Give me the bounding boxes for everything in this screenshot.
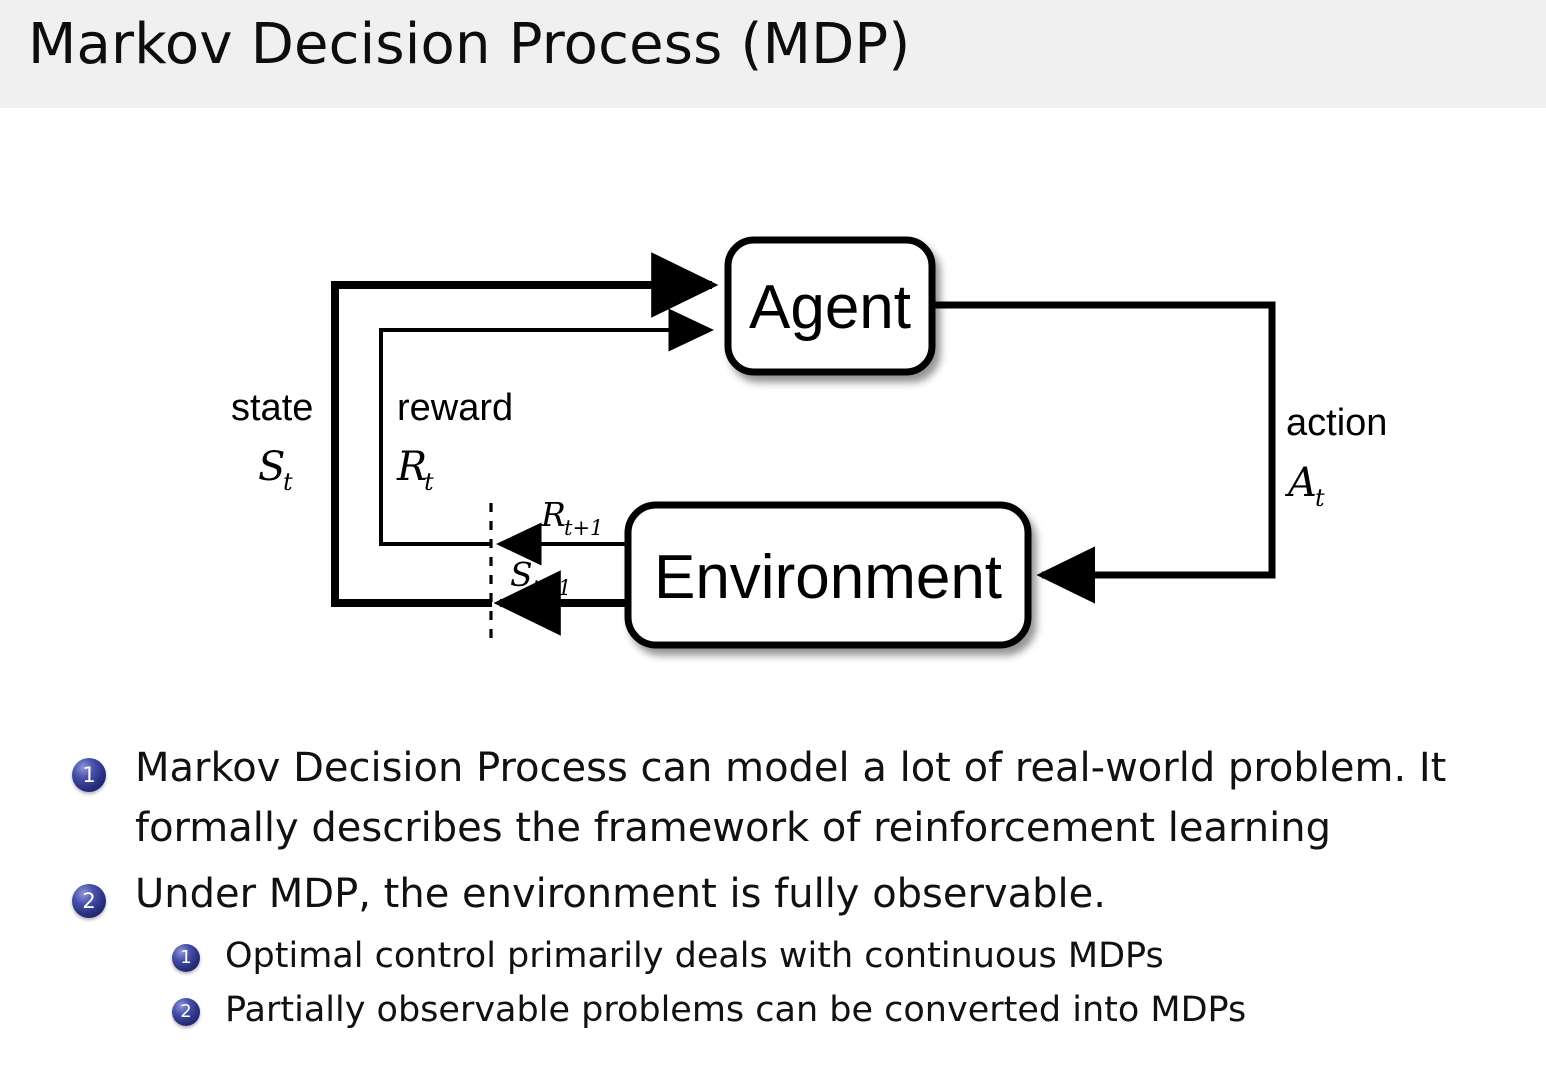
reward-next-subscript: t+1 [564,516,603,540]
bullet-list: 1 Markov Decision Process can model a lo… [0,738,1546,1038]
bullet-text: Markov Decision Process can model a lot … [135,745,1447,851]
reward-symbol-subscript: t [424,468,434,496]
page-title: Markov Decision Process (MDP) [28,12,911,77]
list-item[interactable]: 1 Markov Decision Process can model a lo… [0,738,1546,858]
slide-header-bar: Markov Decision Process (MDP) [0,0,1546,108]
environment-node[interactable]: Environment [624,501,1032,649]
environment-label: Environment [654,543,1002,612]
bullet-marker-2: 2 [72,884,106,918]
reward-next-symbol: R [540,495,566,534]
sub-list-item[interactable]: 1 Optimal control primarily deals with c… [60,930,1546,982]
state-next-subscript: t+1 [532,576,571,600]
sub-bullet-text: Partially observable problems can be con… [225,990,1247,1030]
state-symbol: S [258,444,285,490]
list-item[interactable]: 2 Under MDP, the environment is fully ob… [0,864,1546,924]
state-next-symbol: S [510,555,533,594]
mdp-loop-diagram: Agent Environment state S t reward R t a… [0,108,1546,708]
bullet-marker-1: 1 [72,758,106,792]
state-symbol-subscript: t [283,468,293,496]
sub-bullet-text: Optimal control primarily deals with con… [225,936,1164,976]
bullet-text: Under MDP, the environment is fully obse… [135,871,1106,917]
agent-label: Agent [749,273,911,342]
action-path [932,301,1276,604]
action-symbol-subscript: t [1315,484,1325,512]
environment-box [624,501,1032,649]
action-symbol: A [1284,460,1317,506]
sub-list-item[interactable]: 2 Partially observable problems can be c… [60,984,1546,1036]
reward-symbol: R [396,444,427,490]
reward-label: reward [397,387,513,429]
agent-box [724,236,936,376]
sub-bullet-group: 1 Optimal control primarily deals with c… [0,930,1546,1036]
sub-bullet-marker-2: 2 [172,998,200,1026]
action-label: action [1286,402,1387,444]
reward-feedback-path [379,308,715,546]
state-label: state [231,387,313,429]
state-feedback-path [331,252,719,607]
sub-bullet-marker-1: 1 [172,944,200,972]
agent-node[interactable]: Agent [724,236,936,376]
